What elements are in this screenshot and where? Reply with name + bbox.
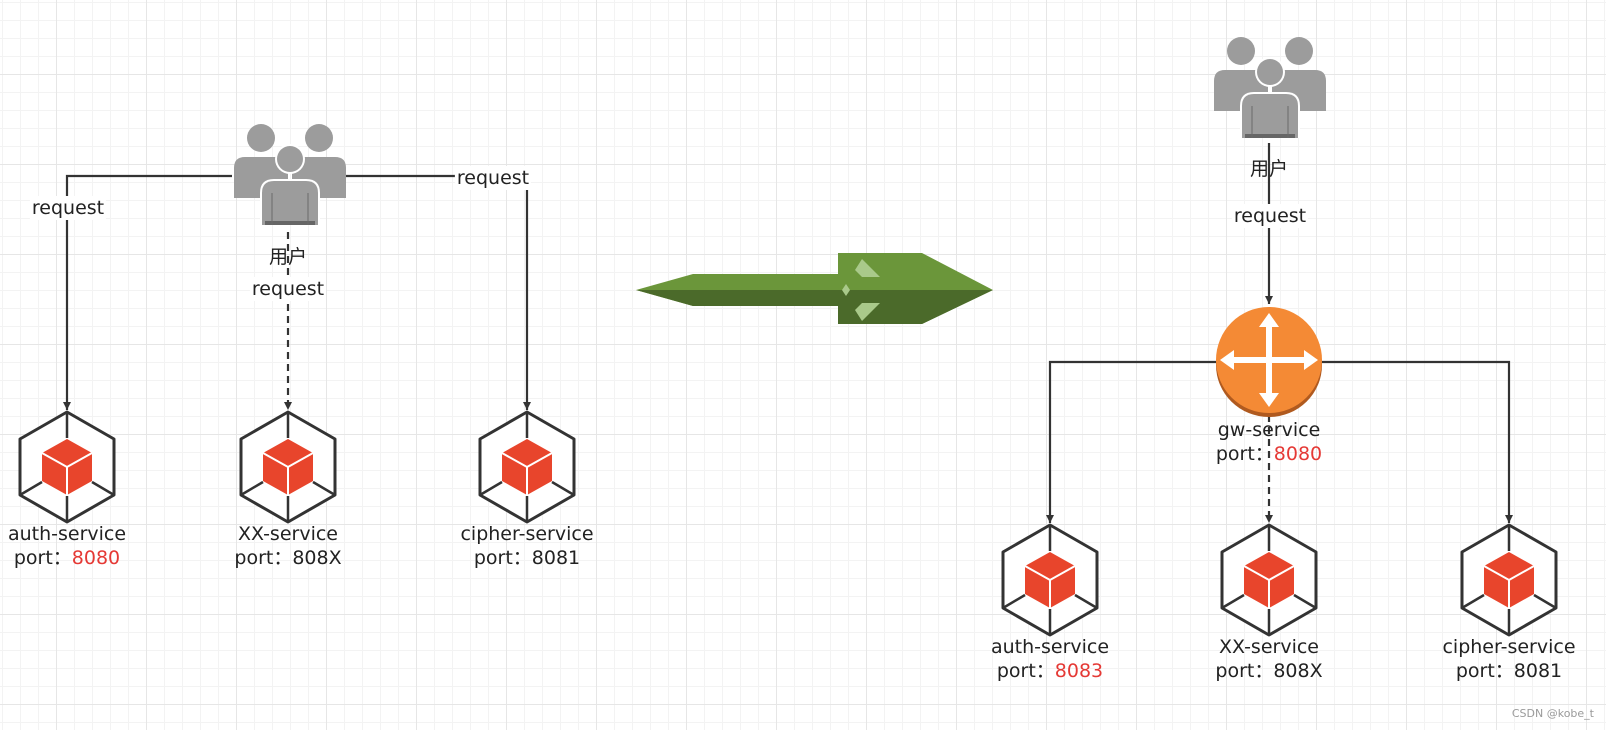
port-value: 8080: [71, 547, 121, 569]
edge-label-gateway: request: [1231, 204, 1309, 228]
user-label-left: 用户: [268, 246, 308, 268]
edge-label-auth-left: request: [29, 196, 107, 220]
edge-label-cipher-left: request: [454, 166, 532, 190]
edge-label-xx-left: request: [249, 277, 327, 301]
port-value: 8081: [531, 547, 581, 569]
service-cube-icon: [18, 410, 116, 524]
port-value: 8081: [1513, 660, 1563, 682]
service-port-auth-left: port：8080: [13, 547, 121, 569]
port-value: 808X: [1273, 660, 1323, 682]
user-label-right: 用户: [1249, 158, 1289, 180]
service-port-auth-right: port：8083: [996, 660, 1104, 682]
service-port-xx-left: port：808X: [234, 547, 342, 569]
service-cube-icon: [1220, 523, 1318, 637]
service-name-cipher-right: cipher-service: [1442, 636, 1576, 658]
edge-user-to-cipher-left: [344, 174, 531, 410]
router-icon: [1216, 307, 1322, 417]
edge-gateway-to-cipher: [1321, 360, 1513, 523]
service-name-xx-left: XX-service: [237, 523, 339, 545]
service-cube-icon: [1460, 523, 1558, 637]
users-group-icon: [233, 123, 347, 226]
service-cube-icon: [478, 410, 576, 524]
service-port-cipher-right: port：8081: [1455, 660, 1563, 682]
service-port-xx-right: port：808X: [1215, 660, 1323, 682]
edge-user-to-auth-left: [63, 174, 232, 410]
port-value: 8083: [1054, 660, 1104, 682]
service-port-cipher-left: port：8081: [473, 547, 581, 569]
port-value: 8080: [1273, 443, 1323, 465]
edge-gateway-to-auth: [1046, 360, 1217, 523]
gateway-name: gw-service: [1217, 419, 1321, 441]
service-cube-icon: [239, 410, 337, 524]
service-cube-icon: [1001, 523, 1099, 637]
arrow-right-icon: [636, 253, 993, 324]
users-group-icon: [1213, 36, 1327, 139]
service-name-auth-right: auth-service: [990, 636, 1110, 658]
port-value: 808X: [292, 547, 342, 569]
gateway-port: port：8080: [1215, 443, 1323, 465]
service-name-auth-left: auth-service: [7, 523, 127, 545]
watermark: CSDN @kobe_t: [1511, 707, 1594, 720]
service-name-cipher-left: cipher-service: [460, 523, 594, 545]
service-name-xx-right: XX-service: [1218, 636, 1320, 658]
